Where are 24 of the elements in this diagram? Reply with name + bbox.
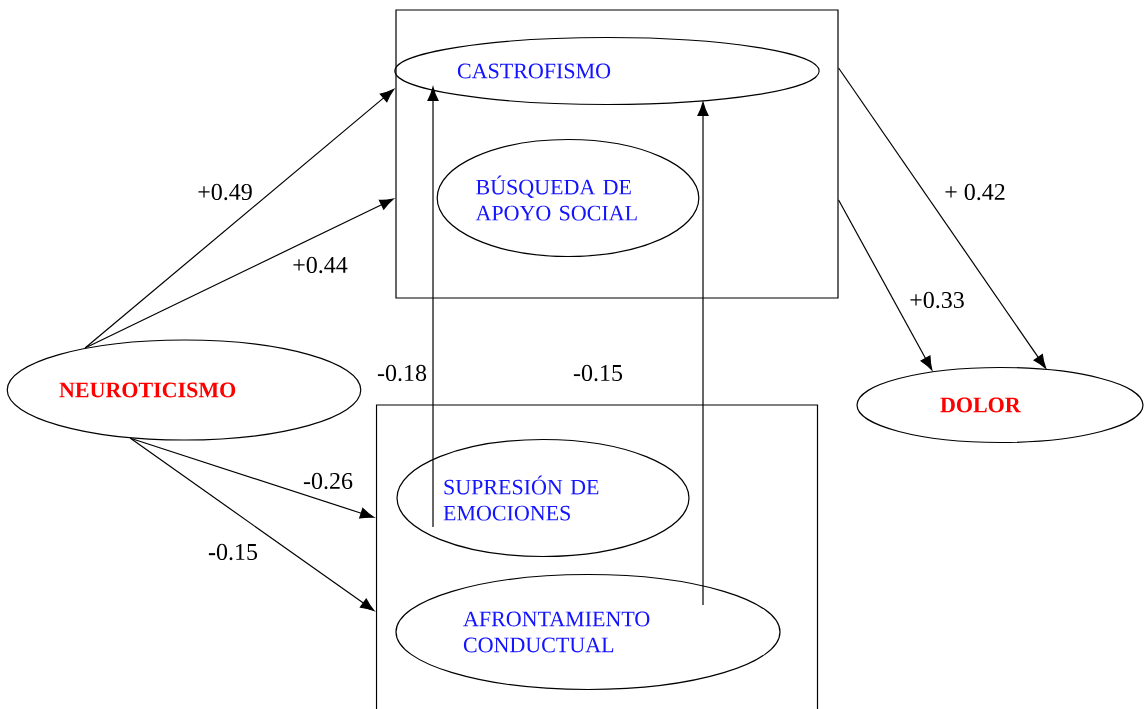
arrow <box>84 89 395 349</box>
arrow <box>129 437 375 519</box>
ellipse-node: DOLOR <box>856 366 1144 444</box>
edge-label: -0.18 <box>377 364 427 382</box>
arrow <box>427 86 439 528</box>
group-box <box>395 9 839 299</box>
arrow <box>838 67 1047 369</box>
ellipse-node: CASTROFISMO <box>394 36 820 106</box>
ellipse-node: NEUROTICISMO <box>6 339 362 441</box>
arrow <box>838 199 933 371</box>
ellipse-node: BÚSQUEDA DE APOYO SOCIAL <box>436 138 700 258</box>
ellipse-node: AFRONTAMIENTO CONDUCTUAL <box>395 573 781 691</box>
edge-label: -0.26 <box>303 472 353 490</box>
arrow <box>129 437 375 612</box>
edge-label: -0.15 <box>573 364 623 382</box>
edge-label: +0.49 <box>198 183 252 201</box>
arrow <box>84 198 394 349</box>
edge-label: -0.15 <box>208 543 258 561</box>
ellipse-node: SUPRESIÓN DE EMOCIONES <box>396 438 690 558</box>
group-box <box>375 404 819 709</box>
edge-label: +0.33 <box>910 291 964 309</box>
arrow <box>697 101 709 606</box>
edge-label: + 0.42 <box>945 183 1005 201</box>
edge-label: +0.44 <box>293 256 348 274</box>
